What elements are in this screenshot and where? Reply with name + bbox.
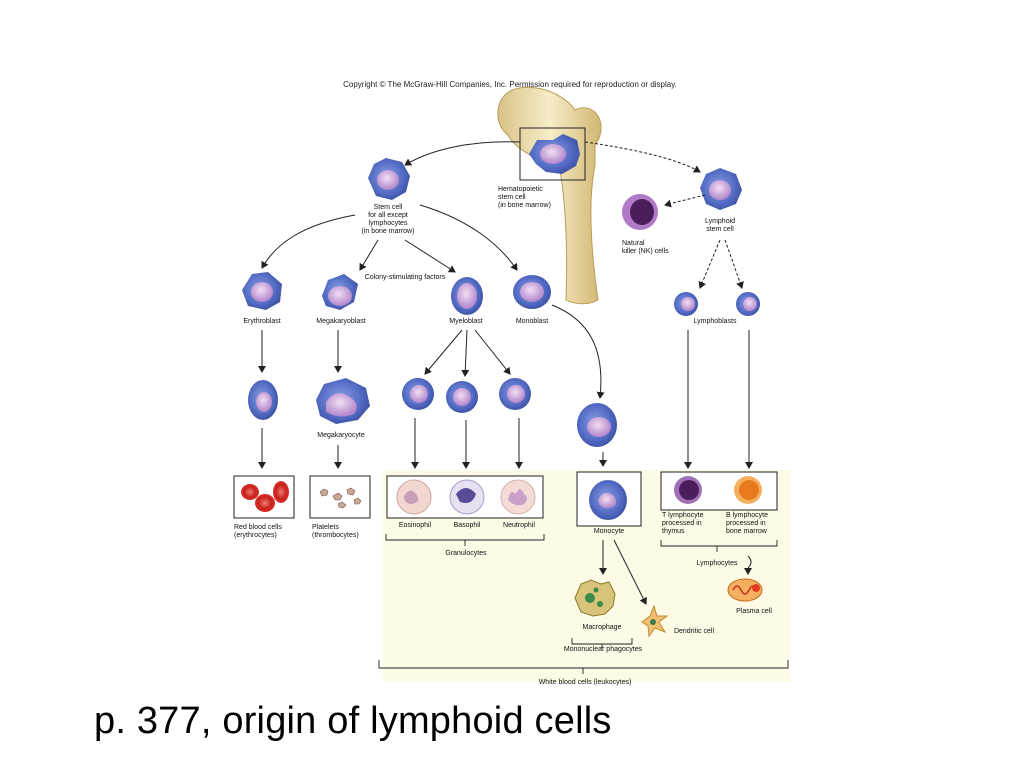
promonocyte-cell [577,403,617,447]
label-dendritic-cell: Dendritic cell [673,628,715,635]
label-erythroblast: Erythroblast [243,318,281,325]
label-macrophage: Macrophage [582,624,622,631]
dendritic-cell [641,604,669,638]
promyelocyte-right [499,378,531,410]
nk-cell [622,194,658,230]
label-granulocytes: Granulocytes [445,550,487,557]
label-monoblast: Monoblast [515,318,549,325]
hematopoietic-stem-cell [529,134,580,174]
red-blood-cells [241,481,289,512]
copyright-notice: Copyright © The McGraw-Hill Companies, I… [343,80,677,89]
eosinophil-cell [396,479,432,515]
label-lymphoid-stem-cell: Lymphoid stem cell [704,218,736,233]
erythroblast-cell [242,272,282,310]
label-b-lymphocyte: B lymphocyte processed in bone marrow [726,512,769,535]
label-stem-cell: Stem cell for all except lymphocytes (in… [361,204,415,235]
monocyte-cell [589,480,627,520]
b-lymphocyte-cell [734,476,762,504]
label-lymphoblasts: Lymphoblasts [693,318,737,325]
lymphoblast-left [674,292,698,316]
label-plasma-cell: Plasma cell [736,608,772,615]
label-colony-stimulating-factors: Colony-stimulating factors [364,274,446,281]
label-basophil: Basophil [453,522,481,529]
megakaryoblast-cell [322,274,358,310]
label-myeloblast: Myeloblast [449,318,483,325]
basophil-cell [449,479,485,515]
monoblast-cell [513,275,551,309]
label-platelets: Platelets (thrombocytes) [312,524,359,539]
plasma-cell [727,578,763,602]
label-t-lymphocyte: T lymphocyte processed in thymus [662,512,704,535]
label-eosinophil: Eosinophil [398,522,432,529]
label-mononuclear-phagocytes: Mononuclear phagocytes [563,646,643,653]
promyelocyte-left [402,378,434,410]
label-monocyte: Monocyte [593,528,625,535]
macrophage-cell [574,579,616,617]
label-red-blood-cells: Red blood cells (erythrocytes) [234,524,282,539]
lymphoblast-right [736,292,760,316]
label-nk-cells: Natural killer (NK) cells [622,240,669,255]
stem-cell [368,158,410,200]
megakaryocyte-cell [316,378,370,424]
neutrophil-cell [500,479,536,515]
promyelocyte-middle [446,381,478,413]
label-hematopoietic-stem-cell: Hematopoietic stem cell (in bone marrow) [498,186,551,209]
lymphoid-stem-cell [700,168,742,210]
brackets [378,534,789,674]
arrows [258,141,753,605]
label-lymphocytes: Lymphocytes [696,560,738,567]
platelets [319,487,362,509]
erythroblast-stage2 [248,380,278,420]
label-megakaryoblast: Megakaryoblast [316,318,366,325]
myeloblast-cell [451,277,483,315]
hsc-box [519,127,586,181]
label-megakaryocyte: Megakaryocyte [317,432,365,439]
label-neutrophil: Neutrophil [503,522,535,529]
label-white-blood-cells: White blood cells (leukocytes) [538,679,632,686]
t-lymphocyte-cell [674,476,702,504]
slide-caption: p. 377, origin of lymphoid cells [94,700,612,742]
